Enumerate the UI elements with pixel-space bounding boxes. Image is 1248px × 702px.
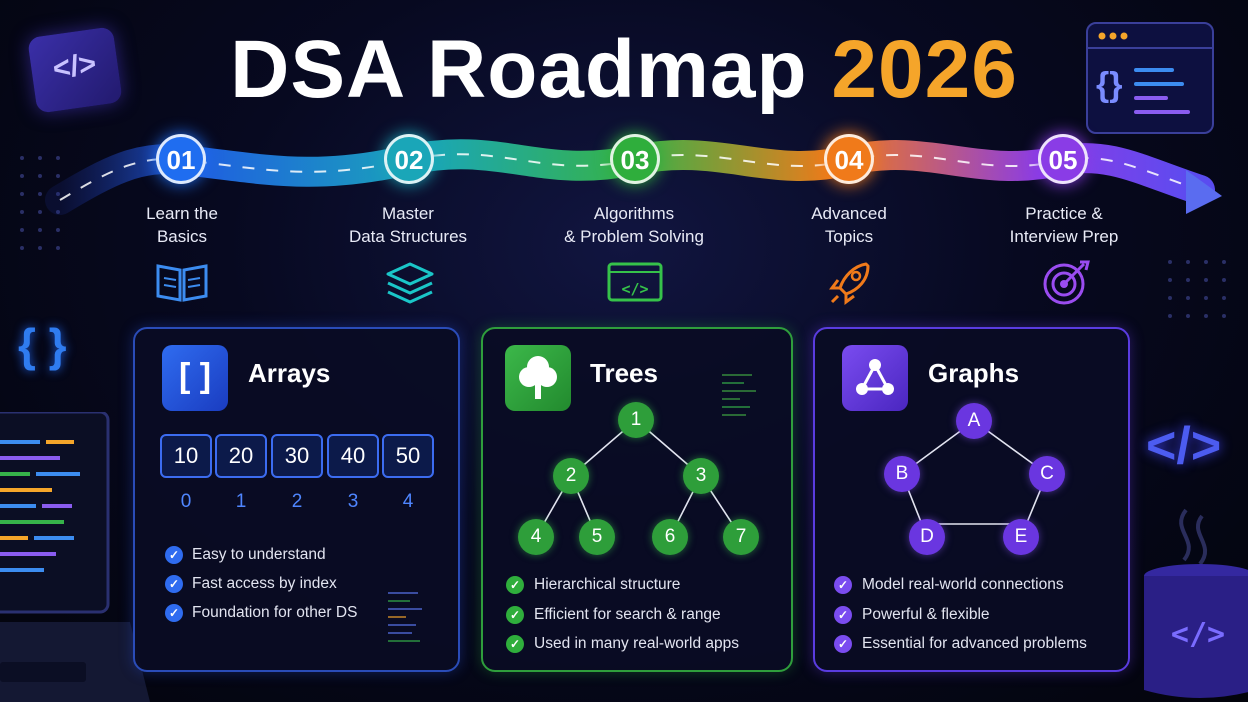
- tree-node: 7: [723, 519, 759, 555]
- step-5-label: Practice &Interview Prep: [1009, 204, 1119, 246]
- trees-title: Trees: [590, 358, 658, 388]
- graph-node: A: [956, 403, 992, 439]
- check-icon: ✓: [506, 635, 524, 653]
- check-icon: ✓: [834, 606, 852, 624]
- check-icon: ✓: [165, 546, 183, 564]
- svg-text:</>: </>: [1171, 617, 1225, 652]
- check-icon: ✓: [506, 606, 524, 624]
- step-3-number: 03: [610, 134, 660, 184]
- title-main: DSA Roadmap: [230, 24, 808, 115]
- check-icon: ✓: [834, 635, 852, 653]
- braces-icon: { }: [18, 319, 67, 371]
- code-tag-icon: </>: [1146, 417, 1222, 475]
- code-window: {}: [1086, 22, 1214, 134]
- graph-node: B: [884, 456, 920, 492]
- trees-feature: Efficient for search & range: [534, 606, 721, 623]
- page-title: DSA Roadmap 2026: [0, 22, 1248, 118]
- tree-node: 4: [518, 519, 554, 555]
- check-icon: ✓: [834, 576, 852, 594]
- graph-node: E: [1003, 519, 1039, 555]
- title-year: 2026: [831, 24, 1018, 115]
- book-icon: [156, 264, 208, 302]
- array-cell: 10: [160, 434, 212, 478]
- trees-feature: Hierarchical structure: [534, 576, 681, 593]
- array-cell: 20: [215, 434, 267, 478]
- mug-illustration: </>: [1144, 508, 1248, 698]
- tree-node: 2: [553, 458, 589, 494]
- tree-node: 6: [652, 519, 688, 555]
- code-lines-decor: [722, 374, 756, 416]
- rocket-icon: [829, 262, 870, 305]
- graphs-feature: Powerful & flexible: [862, 606, 990, 623]
- step-3-label: Algorithms& Problem Solving: [564, 204, 704, 246]
- arrays-feature: Fast access by index: [192, 575, 337, 592]
- trees-feature: Used in many real-world apps: [534, 635, 740, 652]
- check-icon: ✓: [506, 576, 524, 594]
- step-2-number: 02: [384, 134, 434, 184]
- arrays-feature: Easy to understand: [192, 546, 326, 563]
- graphs-title: Graphs: [928, 358, 1020, 388]
- array-index: 3: [347, 491, 359, 512]
- array-index: 1: [235, 491, 247, 512]
- graph-node: C: [1029, 456, 1065, 492]
- braces-icon: {}: [1096, 66, 1123, 104]
- layers-icon: [386, 262, 434, 304]
- tree-node: 5: [579, 519, 615, 555]
- graph-icon: [842, 345, 908, 411]
- array-index: 4: [402, 491, 414, 512]
- graphs-feature: Model real-world connections: [862, 576, 1064, 593]
- array-cell: 40: [327, 434, 379, 478]
- code-window-icon: </>: [607, 262, 663, 302]
- svg-text:</>: </>: [621, 280, 648, 298]
- array-index: 2: [291, 491, 303, 512]
- step-5-number: 05: [1038, 134, 1088, 184]
- check-icon: ✓: [165, 604, 183, 622]
- check-icon: ✓: [165, 575, 183, 593]
- array-cell: 50: [382, 434, 434, 478]
- array-index: 0: [180, 491, 192, 512]
- code-lines-decor: [388, 592, 422, 642]
- target-icon: [1043, 260, 1090, 305]
- brackets-icon: [ ]: [162, 345, 228, 411]
- tree-icon: [505, 345, 571, 411]
- array-cell: 30: [271, 434, 323, 478]
- laptop-illustration: [0, 412, 150, 702]
- tree-node: 3: [683, 458, 719, 494]
- arrays-title: Arrays: [248, 358, 331, 388]
- graphs-feature: Essential for advanced problems: [862, 635, 1087, 652]
- code-window-graphic: [1088, 32, 1212, 114]
- step-1-number: 01: [156, 134, 206, 184]
- arrays-feature: Foundation for other DS: [192, 604, 358, 621]
- graph-node: D: [909, 519, 945, 555]
- tree-node: 1: [618, 402, 654, 438]
- step-4-number: 04: [824, 134, 874, 184]
- road-arrow-icon: [1186, 170, 1222, 214]
